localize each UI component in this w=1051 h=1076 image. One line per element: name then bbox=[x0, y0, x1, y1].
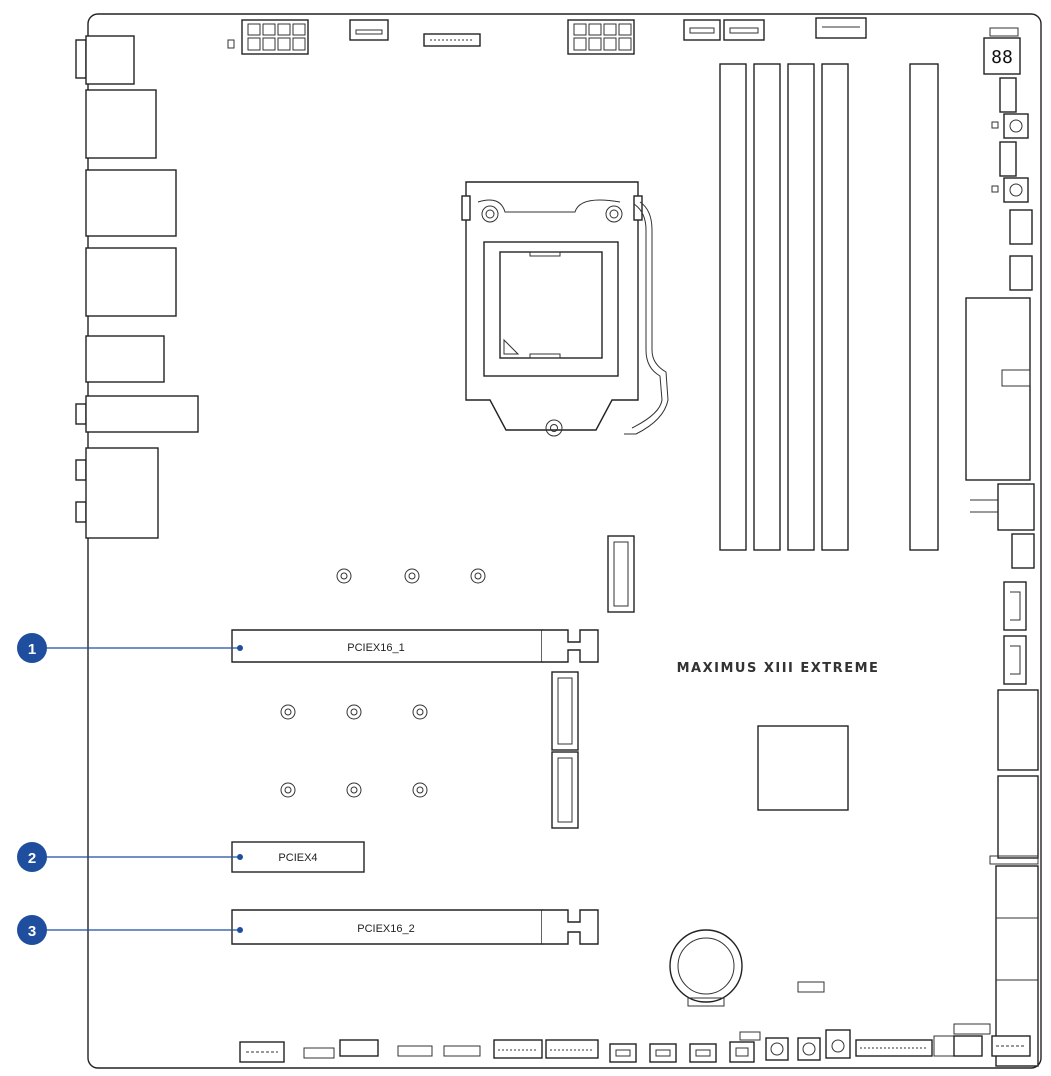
sata-port-1 bbox=[1003, 581, 1027, 631]
pcie-slot-3: PCIEX16_2 bbox=[231, 909, 599, 945]
debug-led-readout: 88 bbox=[991, 47, 1013, 68]
cpu-power-connector-1 bbox=[241, 19, 309, 55]
rear-io-panel bbox=[75, 35, 199, 539]
pcie-slot-2: PCIEX4 bbox=[231, 841, 365, 873]
bottom-headers bbox=[239, 1023, 1031, 1063]
callout-1: 1 bbox=[17, 633, 243, 663]
pcie-slot-1-label: PCIEX16_1 bbox=[347, 642, 404, 654]
cpu-power-connector-2 bbox=[567, 19, 635, 55]
callout-3: 3 bbox=[17, 915, 243, 945]
pcie-slot-1: PCIEX16_1 bbox=[231, 629, 599, 663]
top-connectors bbox=[227, 17, 867, 55]
pcie-slot-2-label: PCIEX4 bbox=[278, 852, 317, 864]
callout-2: 2 bbox=[17, 842, 243, 872]
dimm-slot-b2 bbox=[821, 63, 849, 551]
right-edge-components: 88 bbox=[965, 27, 1039, 1067]
sata-port-2 bbox=[1003, 635, 1027, 685]
debug-led-display bbox=[983, 37, 1021, 75]
chipset bbox=[757, 725, 849, 811]
m2-standoffs-lower bbox=[280, 704, 428, 798]
cmos-battery bbox=[669, 929, 743, 1007]
callout-2-number: 2 bbox=[28, 850, 36, 867]
dimm-slots bbox=[719, 63, 939, 551]
m2-standoffs-upper bbox=[336, 568, 486, 584]
cpu-socket bbox=[461, 181, 669, 437]
callout-3-number: 3 bbox=[28, 923, 36, 940]
dimm-slot-a2 bbox=[753, 63, 781, 551]
board-model-label: MAXIMUS XIII EXTREME bbox=[677, 661, 880, 676]
m2-slots bbox=[551, 535, 635, 829]
callout-1-number: 1 bbox=[28, 641, 36, 658]
pcie-slot-3-label: PCIEX16_2 bbox=[357, 923, 414, 935]
dimm-slot-b1 bbox=[787, 63, 815, 551]
dimm-slot-a1 bbox=[719, 63, 747, 551]
board-outline bbox=[87, 13, 1042, 1069]
